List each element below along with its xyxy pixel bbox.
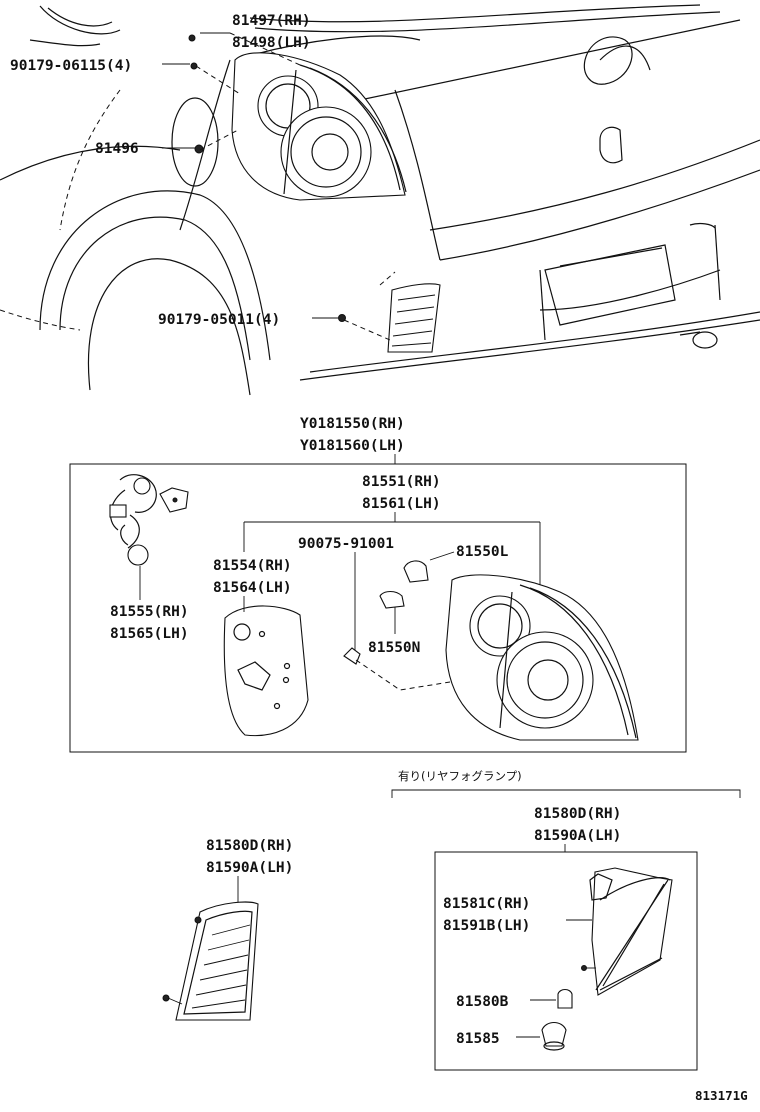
label-81590a-left: 81590A(LH) (206, 860, 293, 876)
label-81565: 81565(LH) (110, 626, 189, 642)
socket-harness (109, 474, 189, 600)
fog-lamp-unit (541, 867, 673, 1051)
tail-lamp-housing (445, 574, 639, 741)
label-81551: 81551(RH) (362, 474, 441, 490)
label-90075-91001: 90075-91001 (298, 536, 394, 552)
label-81555: 81555(RH) (110, 604, 189, 620)
label-81554: 81554(RH) (213, 558, 292, 574)
lamp-gasket (223, 596, 309, 737)
label-81585: 81585 (456, 1031, 500, 1047)
label-81498: 81498(LH) (232, 35, 311, 51)
catalog-number: 813171G (695, 1088, 748, 1103)
label-81561: 81561(LH) (362, 496, 441, 512)
label-81590a-right: 81590A(LH) (534, 828, 621, 844)
label-90179-06115: 90179-06115(4) (10, 58, 132, 74)
tail-lamp-assembly-box (69, 463, 687, 753)
label-assy-lh: Y0181560(LH) (300, 438, 405, 454)
fog-lamp-note: 有り(リヤフォグランプ) (398, 769, 522, 783)
label-81580d-left: 81580D(RH) (206, 838, 293, 854)
label-81550l: 81550L (456, 544, 509, 560)
label-90179-05011: 90179-05011(4) (158, 312, 280, 328)
fog-lamp-box (434, 851, 698, 1071)
label-81550n: 81550N (368, 640, 420, 656)
label-81497: 81497(RH) (232, 13, 311, 29)
label-81580b: 81580B (456, 994, 509, 1010)
label-81580d-right: 81580D(RH) (534, 806, 621, 822)
label-81564: 81564(LH) (213, 580, 292, 596)
label-assy-rh: Y0181550(RH) (300, 416, 405, 432)
label-81591b: 81591B(LH) (443, 918, 530, 934)
bulbs (343, 560, 451, 691)
label-81496: 81496 (95, 141, 139, 157)
rear-side-reflector (162, 901, 259, 1021)
vehicle-rear-body (0, 4, 760, 396)
label-81581c: 81581C(RH) (443, 896, 530, 912)
